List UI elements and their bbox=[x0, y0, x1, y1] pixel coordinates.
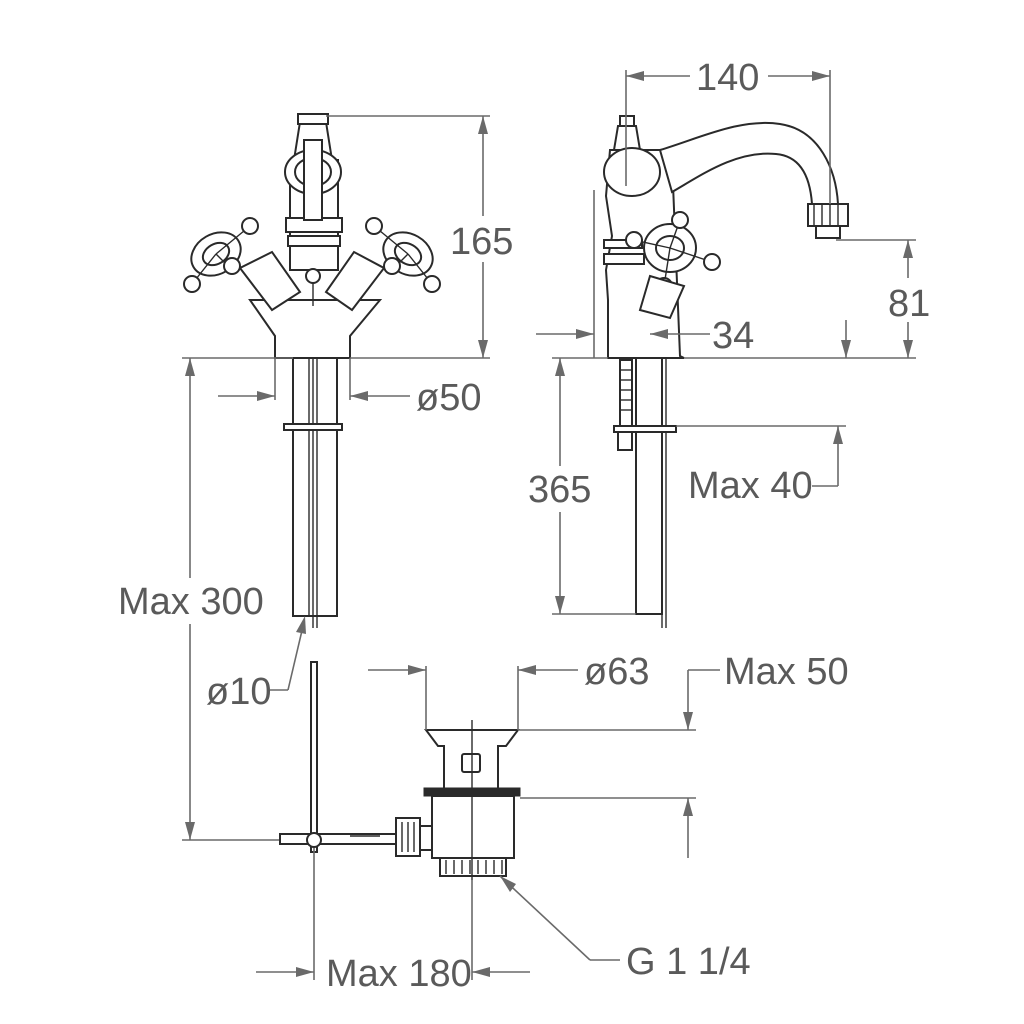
dim-thread-label: G 1 1/4 bbox=[626, 941, 751, 983]
waste-thread bbox=[439, 857, 507, 877]
dimension-diameter-50: ø50 bbox=[218, 358, 481, 419]
lift-rod bbox=[310, 661, 318, 853]
dim-max-50-label: Max 50 bbox=[724, 651, 849, 693]
dimension-140: 140 bbox=[625, 57, 831, 204]
dimension-34: 34 bbox=[536, 190, 851, 358]
side-handle bbox=[625, 211, 721, 320]
front-mounting-nut bbox=[283, 423, 343, 431]
front-left-handle bbox=[183, 217, 302, 312]
dimension-diameter-10: ø10 bbox=[206, 616, 306, 713]
dim-34-label: 34 bbox=[712, 315, 754, 357]
side-spout bbox=[658, 122, 840, 205]
front-base bbox=[248, 299, 383, 359]
dimension-max-50: Max 50 bbox=[518, 651, 849, 858]
dimension-165: 165 bbox=[326, 115, 513, 359]
dimension-81: 81 bbox=[684, 239, 930, 359]
dim-81-label: 81 bbox=[888, 283, 930, 325]
dim-max-300-label: Max 300 bbox=[118, 581, 264, 623]
pop-up-waste bbox=[279, 661, 521, 880]
dimension-max-180: Max 180 bbox=[256, 848, 530, 995]
side-view-faucet bbox=[603, 115, 849, 628]
front-view-faucet bbox=[183, 113, 441, 628]
dim-diameter-50-label: ø50 bbox=[416, 377, 481, 419]
dim-max-180-label: Max 180 bbox=[326, 953, 472, 995]
dim-diameter-63-label: ø63 bbox=[584, 651, 649, 693]
dim-365-label: 365 bbox=[528, 469, 591, 511]
front-right-handle bbox=[324, 217, 441, 312]
side-supply-pipe bbox=[635, 357, 663, 615]
dim-140-label: 140 bbox=[696, 57, 759, 99]
dim-165-label: 165 bbox=[450, 221, 513, 263]
dimension-max-300: Max 300 bbox=[118, 357, 293, 841]
dimension-diameter-63: ø63 bbox=[368, 651, 649, 730]
dimension-max-40: Max 40 bbox=[676, 425, 846, 507]
dim-diameter-10-label: ø10 bbox=[206, 671, 271, 713]
linkage-bar bbox=[279, 833, 411, 845]
dim-max-40-label: Max 40 bbox=[688, 465, 813, 507]
dimension-thread-g-1-1-4: G 1 1/4 bbox=[499, 875, 751, 983]
dimension-365: 365 bbox=[528, 357, 636, 615]
front-supply-pipe bbox=[292, 357, 338, 617]
